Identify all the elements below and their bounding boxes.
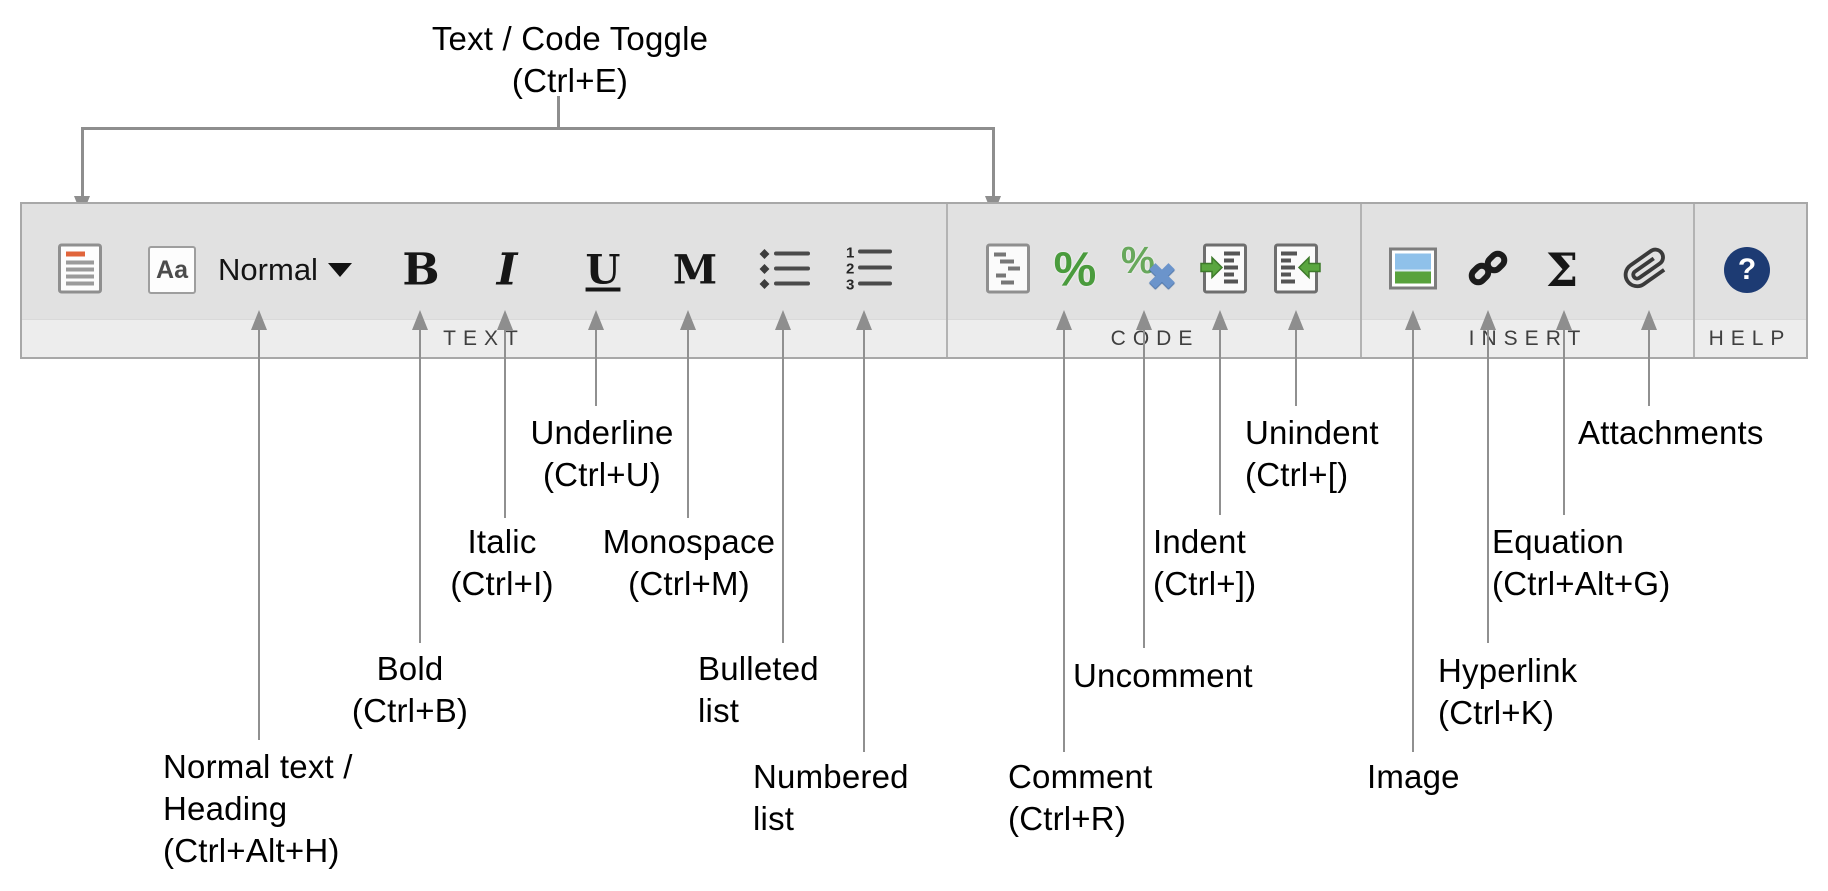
callout-unindent: Unindent (Ctrl+[) [1245, 414, 1379, 493]
svg-text:1: 1 [846, 245, 854, 262]
callout-monospace: Monospace (Ctrl+M) [602, 523, 776, 602]
svg-text:2: 2 [846, 261, 854, 278]
bracket-arrow-right [985, 127, 1001, 216]
connector-uncomment [1136, 310, 1152, 648]
monospace-button[interactable]: M [673, 247, 717, 294]
numbered-list-button[interactable]: 1 2 3 [840, 244, 894, 297]
percent-x-icon: % ✖ [1121, 240, 1177, 297]
section-label-code: CODE [1110, 327, 1200, 350]
font-style-button[interactable]: Aa [148, 246, 196, 294]
paragraph-format-caret[interactable] [328, 263, 352, 277]
underline-icon: U [585, 246, 621, 294]
callout-normal-heading: Normal text / Heading (Ctrl+Alt+H) [163, 748, 353, 869]
bulleted-list-button[interactable] [758, 246, 812, 295]
text-page-icon [58, 243, 102, 297]
connector-bold [412, 310, 428, 643]
aa-icon: Aa [148, 246, 196, 294]
paragraph-format-dropdown[interactable]: Normal [218, 252, 318, 288]
sigma-icon: Σ [1545, 243, 1579, 297]
connector-indent [1212, 310, 1228, 515]
underline-button[interactable]: U [586, 247, 621, 294]
editor-toolbar: TEXT CODE INSERT HELP Aa Normal [20, 202, 1808, 359]
section-label-help: HELP [1708, 327, 1792, 350]
callout-attachments: Attachments [1578, 414, 1764, 451]
connector-monospace [680, 310, 696, 518]
unindent-icon [1273, 243, 1321, 297]
callout-italic: Italic (Ctrl+I) [450, 523, 554, 602]
callout-uncomment: Uncomment [1073, 657, 1253, 694]
percent-icon: % [1053, 243, 1097, 297]
hyperlink-button[interactable] [1465, 246, 1511, 295]
monospace-icon: M [672, 246, 718, 294]
indent-icon [1200, 243, 1248, 297]
connector-hyperlink [1480, 310, 1496, 643]
svg-text:3: 3 [846, 277, 854, 294]
uncomment-button[interactable]: % ✖ [1121, 240, 1177, 297]
image-button[interactable] [1389, 247, 1437, 293]
indent-button[interactable] [1200, 243, 1248, 297]
image-icon [1389, 247, 1437, 293]
text-code-toggle-button[interactable] [58, 243, 102, 297]
callout-numbered-list: Numbered list [753, 758, 909, 837]
callout-hyperlink: Hyperlink (Ctrl+K) [1438, 652, 1578, 731]
code-page-icon [986, 243, 1030, 297]
connector-comment [1056, 310, 1072, 752]
italic-icon: I [496, 244, 518, 296]
italic-button[interactable]: I [497, 245, 518, 296]
paragraph-format-value: Normal [218, 252, 318, 287]
connector-normal-heading [251, 310, 267, 740]
connector-italic [497, 310, 513, 518]
bracket-horizontal [81, 127, 995, 130]
numbered-list-icon: 1 2 3 [840, 244, 894, 297]
callout-comment: Comment (Ctrl+R) [1008, 758, 1153, 837]
bracket-stem [557, 96, 560, 129]
callout-bold: Bold (Ctrl+B) [351, 650, 469, 729]
connector-bulleted-list [775, 310, 791, 643]
connector-underline [588, 310, 604, 406]
equation-button[interactable]: Σ [1546, 243, 1579, 297]
callout-equation: Equation (Ctrl+Alt+G) [1492, 523, 1671, 602]
connector-image [1405, 310, 1421, 752]
bracket-arrow-left [74, 127, 90, 216]
section-divider [1360, 204, 1362, 357]
section-divider [946, 204, 948, 357]
callout-text-code-toggle: Text / Code Toggle (Ctrl+E) [431, 20, 709, 99]
chevron-down-icon [328, 263, 352, 277]
section-divider [1693, 204, 1695, 357]
callout-image: Image [1367, 758, 1460, 795]
callout-underline: Underline (Ctrl+U) [530, 414, 674, 493]
unindent-button[interactable] [1273, 243, 1321, 297]
paperclip-icon [1623, 246, 1669, 295]
bold-icon: B [402, 244, 440, 296]
bulleted-list-icon [758, 246, 812, 295]
help-button[interactable]: ? [1724, 247, 1770, 293]
section-label-strip [22, 319, 1806, 357]
connector-unindent [1288, 310, 1304, 406]
connector-attachments [1641, 310, 1657, 406]
section-label-text: TEXT [443, 327, 525, 350]
code-cell-toggle-button[interactable] [986, 243, 1030, 297]
section-label-insert: INSERT [1468, 327, 1588, 350]
comment-button[interactable]: % [1054, 243, 1097, 298]
callout-indent: Indent (Ctrl+]) [1153, 523, 1257, 602]
question-mark-icon: ? [1724, 247, 1770, 293]
connector-equation [1556, 310, 1572, 515]
bold-button[interactable]: B [402, 245, 439, 296]
attachment-button[interactable] [1623, 246, 1669, 295]
callout-bulleted-list: Bulleted list [698, 650, 819, 729]
connector-numbered-list [856, 310, 872, 752]
chain-link-icon [1465, 246, 1511, 295]
